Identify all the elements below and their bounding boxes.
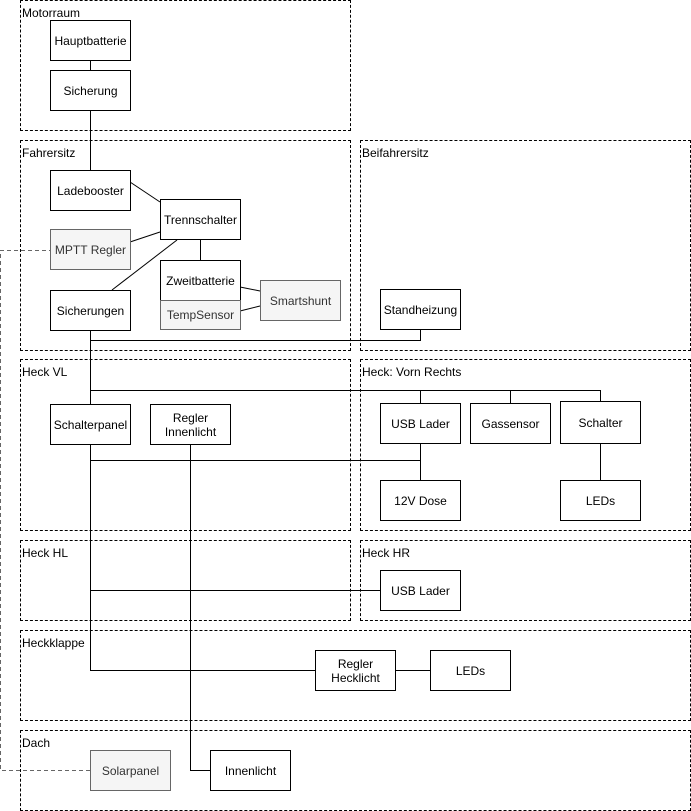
zone-label: Heck: Vorn Rechts — [362, 365, 462, 379]
zone-label: Heck HL — [22, 546, 69, 560]
node-hauptbatterie[interactable]: Hauptbatterie — [50, 20, 131, 61]
wire-mptt-trennschalter — [129, 231, 161, 243]
node-sicherungen[interactable]: Sicherungen — [50, 290, 131, 331]
wire-tempsensor-smartshunt — [239, 305, 261, 312]
zone-label: Dach — [22, 736, 51, 750]
wire-zweitbatterie-smartshunt — [239, 286, 261, 292]
node-usb-lader-heck-hr[interactable]: USB Lader — [380, 570, 461, 611]
zone-heck-vl: Heck VL — [20, 359, 351, 531]
wire-schalterpanel-regler-hecklicht — [90, 590, 315, 671]
zone-label: Motorraum — [22, 6, 81, 20]
zone-label: Heck HR — [362, 546, 411, 560]
node-regler-hecklicht[interactable]: Regler Hecklicht — [315, 650, 396, 691]
node-regler-innenlicht[interactable]: Regler Innenlicht — [150, 404, 231, 445]
node-solarpanel[interactable]: Solarpanel — [90, 750, 171, 791]
node-leds-vorn-rechts[interactable]: LEDs — [560, 480, 641, 521]
zone-motorraum: Motorraum — [20, 0, 351, 131]
zone-heck-hl: Heck HL — [20, 540, 351, 621]
node-zweitbatterie[interactable]: Zweitbatterie — [160, 260, 241, 301]
wire-bus-vorn-rechts — [90, 390, 601, 401]
node-12v-dose[interactable]: 12V Dose — [380, 480, 461, 521]
node-schalter[interactable]: Schalter — [560, 401, 641, 444]
node-leds-heckklappe[interactable]: LEDs — [430, 650, 511, 691]
wire-sicherungen-trennschalter — [111, 239, 178, 291]
wire-sicherungen-standheizung — [90, 330, 421, 341]
node-smartshunt[interactable]: Smartshunt — [260, 280, 341, 321]
zone-label: Fahrersitz — [22, 146, 76, 160]
node-innenlicht[interactable]: Innenlicht — [210, 750, 291, 791]
node-sicherung[interactable]: Sicherung — [50, 70, 131, 111]
wire-ladebooster-trennschalter — [129, 181, 161, 203]
node-usb-lader-vorn-rechts[interactable]: USB Lader — [380, 403, 461, 444]
node-standheizung[interactable]: Standheizung — [380, 289, 461, 330]
node-trennschalter[interactable]: Trennschalter — [160, 199, 241, 240]
wire-regler-innenlicht-innenlicht — [190, 444, 210, 771]
node-schalterpanel[interactable]: Schalterpanel — [50, 404, 131, 445]
zone-label: Heckklappe — [22, 636, 85, 650]
zone-label: Heck VL — [22, 365, 68, 379]
zone-label: Beifahrersitz — [362, 146, 429, 160]
node-tempsensor[interactable]: TempSensor — [160, 300, 241, 330]
node-mptt-regler[interactable]: MPTT Regler — [50, 229, 131, 270]
node-ladebooster[interactable]: Ladebooster — [50, 170, 131, 211]
wire-solarpanel-mptt — [0, 250, 90, 771]
zone-fahrersitz: Fahrersitz — [20, 140, 351, 351]
node-gassensor[interactable]: Gassensor — [470, 403, 551, 444]
